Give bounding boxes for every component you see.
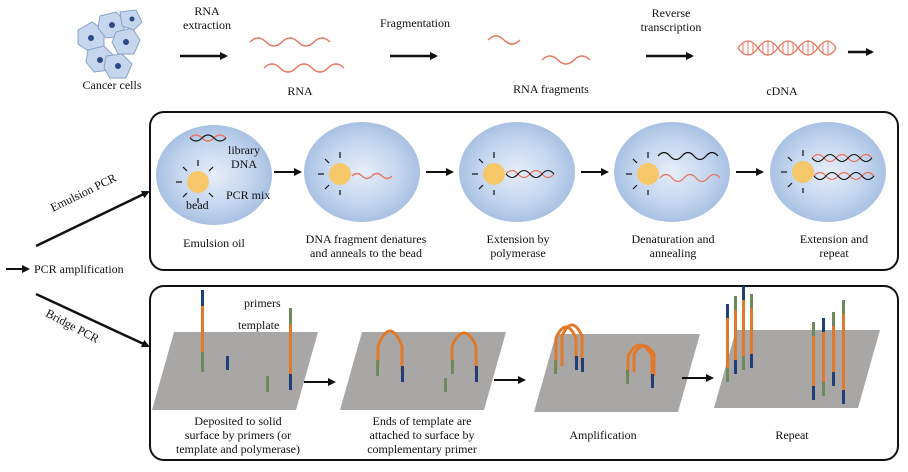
bead-label: bead [186, 198, 209, 212]
pcr-mix-label: PCR mix [226, 188, 271, 202]
arrow-emulsion-branch [35, 190, 150, 248]
emulsion-pcr-panel [149, 111, 899, 271]
rna-extraction-label-line2: extraction [183, 18, 231, 32]
surface-1-strands [201, 290, 292, 392]
reverse-transcription-line1: Reverse [651, 6, 691, 20]
surface-3-bridges [554, 323, 656, 388]
cancer-cells-label: Cancer cells [82, 78, 142, 92]
solid-surface-2 [340, 332, 506, 410]
droplet-2 [304, 122, 420, 222]
droplet-5 [770, 122, 886, 222]
emulsion-step-5-line2: repeat [819, 246, 849, 260]
bridge-pcr-panel [149, 285, 899, 461]
rna-fragments [487, 35, 591, 65]
bridge-step-1-line2: surface by primers (or [184, 428, 292, 442]
emulsion-step-2-line2: and anneals to the bead [310, 246, 422, 260]
surface-2-bridges [376, 329, 478, 392]
template-label: template [238, 318, 280, 332]
emulsion-step-2-line1: DNA fragment denatures [305, 232, 427, 246]
rna-label: RNA [287, 84, 313, 98]
rna-extraction-label-line1: RNA [194, 4, 220, 18]
rna-fragments-label: RNA fragments [513, 82, 589, 96]
droplet-3 [459, 122, 575, 222]
solid-surface-1 [152, 332, 318, 410]
bridge-step-1-line1: Deposited to solid [194, 414, 282, 428]
emulsion-step-3-line2: polymerase [490, 246, 546, 260]
bridge-step-2-line3: complementary primer [367, 442, 477, 456]
bridge-step-3-line1: Amplification [569, 428, 637, 442]
reverse-transcription-line2: transcription [640, 20, 702, 34]
rna-strands [249, 37, 345, 73]
emulsion-step-3-line1: Extension by [486, 232, 550, 246]
emulsion-step-4-line1: Denaturation and [631, 232, 715, 246]
bridge-step-2-line2: attached to surface by [369, 428, 475, 442]
emulsion-step-5-line1: Extension and [799, 232, 869, 246]
bridge-step-1-line3: template and polymerase) [176, 442, 300, 456]
arrow-bridge-branch [35, 292, 150, 348]
primers-label: primers [244, 296, 281, 310]
droplet-1 [156, 125, 272, 225]
library-dna-label-line2: DNA [231, 157, 257, 171]
bridge-step-4-line1: Repeat [775, 428, 809, 442]
emulsion-step-4-line2: annealing [649, 246, 697, 260]
cdna-helix [737, 40, 837, 56]
fragmentation-label: Fragmentation [380, 16, 450, 30]
library-dna-label-line1: library [228, 143, 260, 157]
solid-surface-3 [534, 334, 700, 412]
cancer-cells-icon [77, 9, 143, 79]
emulsion-step-1-line1: Emulsion oil [183, 236, 245, 250]
solid-surface-4 [714, 330, 880, 408]
droplet-4 [614, 122, 730, 222]
pcr-amplification-label: PCR amplification [34, 262, 124, 276]
cdna-label: cDNA [766, 84, 798, 98]
surface-4-strands [726, 286, 845, 404]
bridge-step-2-line1: Ends of template are [372, 414, 472, 428]
